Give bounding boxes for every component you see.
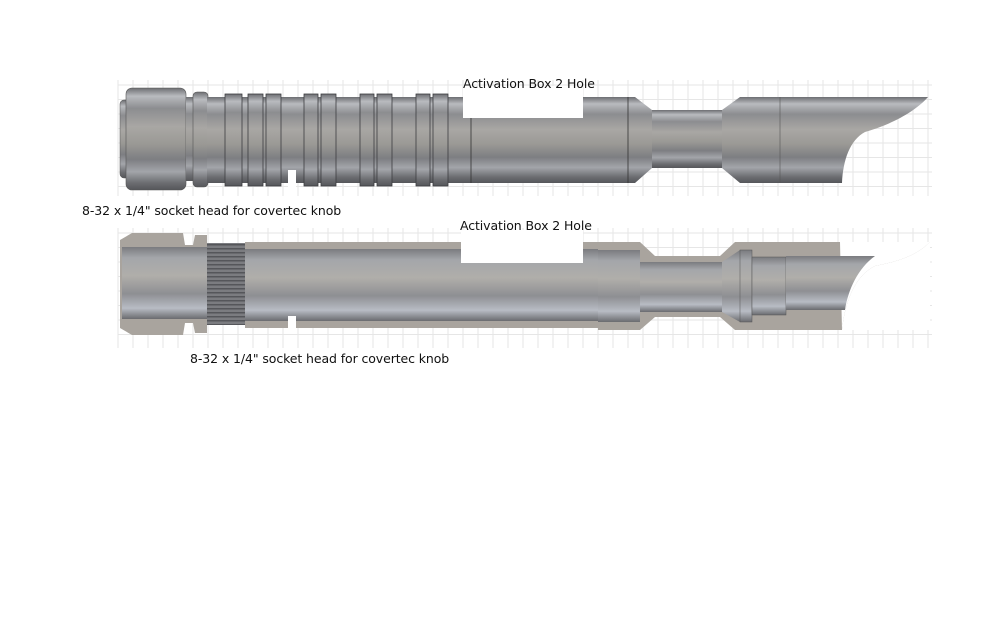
hilt-exterior [119,86,928,191]
grip-ring [359,93,375,187]
socket-label-bottom: 8-32 x 1/4" socket head for covertec kno… [190,351,450,366]
activation-box-label-top: Activation Box 2 Hole [463,76,595,91]
grip-ring [224,93,243,187]
grip-ring [376,93,393,187]
grip-ring [303,93,319,187]
activation-box-label-bottom: Activation Box 2 Hole [460,218,592,233]
socket-hole-top [288,170,296,190]
grip-ring [247,93,264,187]
activation-box-hole-bottom [461,230,583,263]
grip-ring [320,93,337,187]
grip-ring [432,93,449,187]
grip-ring [265,93,282,187]
socket-hole-bottom [288,316,296,332]
hilt-section [120,230,930,335]
grip-ring [415,93,431,187]
activation-box-hole-top [463,86,583,118]
socket-label-top: 8-32 x 1/4" socket head for covertec kno… [82,203,342,218]
